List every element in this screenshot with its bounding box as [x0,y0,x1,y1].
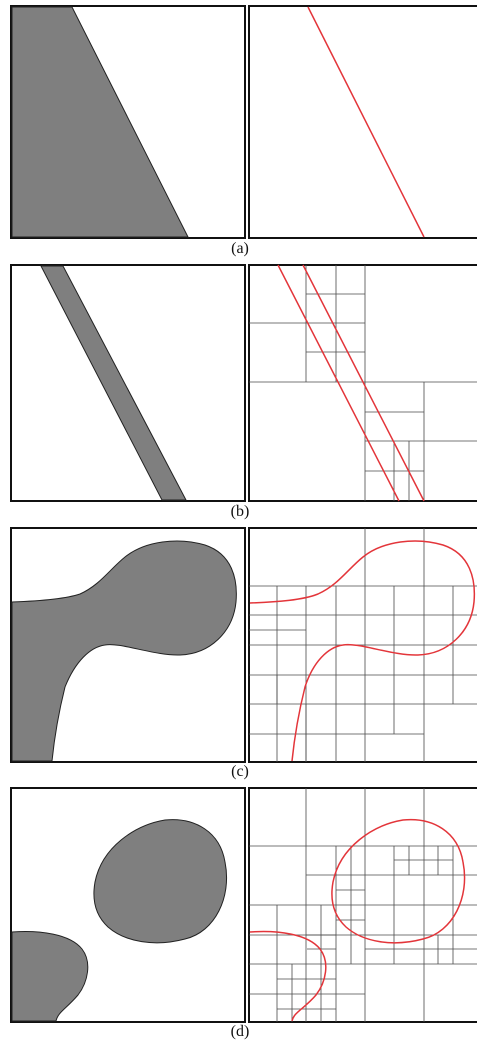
row-c-label: (c) [231,763,249,780]
row-d-contour-right [331,818,466,944]
row-b-shape-panel [10,264,246,502]
row-c-contour [249,540,476,762]
row-c-quadtree-grid [249,528,477,762]
row-a-shape-panel [10,5,246,239]
row-a-shape [11,6,189,238]
row-d-contour-panel [248,787,477,1023]
row-b-label: (b) [230,503,250,520]
row-d-contour-left [249,930,327,1022]
row-d-shape-left [11,931,89,1022]
row-d-quadtree-grid [249,788,477,1022]
row-b-shape [40,265,187,501]
row-c-shape [11,540,237,762]
row-d-shape-right [93,819,228,944]
row-c-shape-panel [10,527,246,763]
row-b-contour-left [277,264,400,502]
row-d-shape-panel [10,787,246,1023]
row-a-label: (a) [231,240,249,257]
row-a-contour [307,6,425,238]
row-b-contour-panel [248,264,477,502]
row-a-contour-panel [248,5,477,239]
row-d-label: (d) [230,1023,250,1040]
row-b-quadtree-grid [249,265,477,501]
row-b-contour-right [302,264,425,502]
row-c-contour-panel [248,527,477,763]
